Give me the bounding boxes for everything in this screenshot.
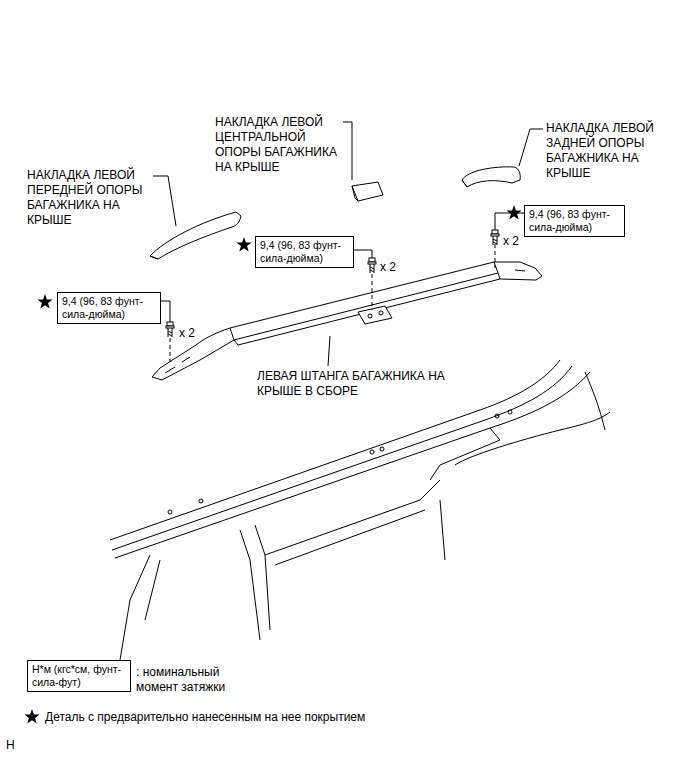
torque-spec-box: 9,4 (96, 83 фунт-сила-дюйма) <box>57 292 161 324</box>
torque-value: Н*м (кгс*см, фунт-сила-фут) <box>32 663 126 689</box>
torque-value: 9,4 (96, 83 фунт-сила-дюйма) <box>62 295 156 321</box>
legend-text: Деталь с предварительно нанесенным на не… <box>45 710 465 725</box>
part-name: НАКЛАДКА ЛЕВОЙ ПЕРЕДНЕЙ ОПОРЫ БАГАЖНИКА … <box>27 168 153 228</box>
torque-value: 9,4 (96, 83 фунт-сила-дюйма) <box>529 208 620 234</box>
part-name: НАКЛАДКА ЛЕВОЙ ЦЕНТРАЛЬНОЙ ОПОРЫ БАГАЖНИ… <box>215 115 343 175</box>
callout-text: H <box>6 738 26 753</box>
part-name: НАКЛАДКА ЛЕВОЙ ЗАДНЕЙ ОПОРЫ БАГАЖНИКА НА… <box>546 121 666 181</box>
torque-spec-box: 9,4 (96, 83 фунт-сила-дюйма) <box>524 205 625 237</box>
torque-spec-box: Н*м (кгс*см, фунт-сила-фут) <box>27 660 131 692</box>
legend-text: : номинальный момент затяжки <box>136 665 251 695</box>
torque-spec-box: 9,4 (96, 83 фунт-сила-дюйма) <box>255 236 354 268</box>
part-name: ЛЕВАЯ ШТАНГА БАГАЖНИКА НА КРЫШЕ В СБОРЕ <box>257 369 445 399</box>
callout-text: x 2 <box>380 260 410 275</box>
torque-value: 9,4 (96, 83 фунт-сила-дюйма) <box>260 239 349 265</box>
callout-text: x 2 <box>179 326 209 341</box>
